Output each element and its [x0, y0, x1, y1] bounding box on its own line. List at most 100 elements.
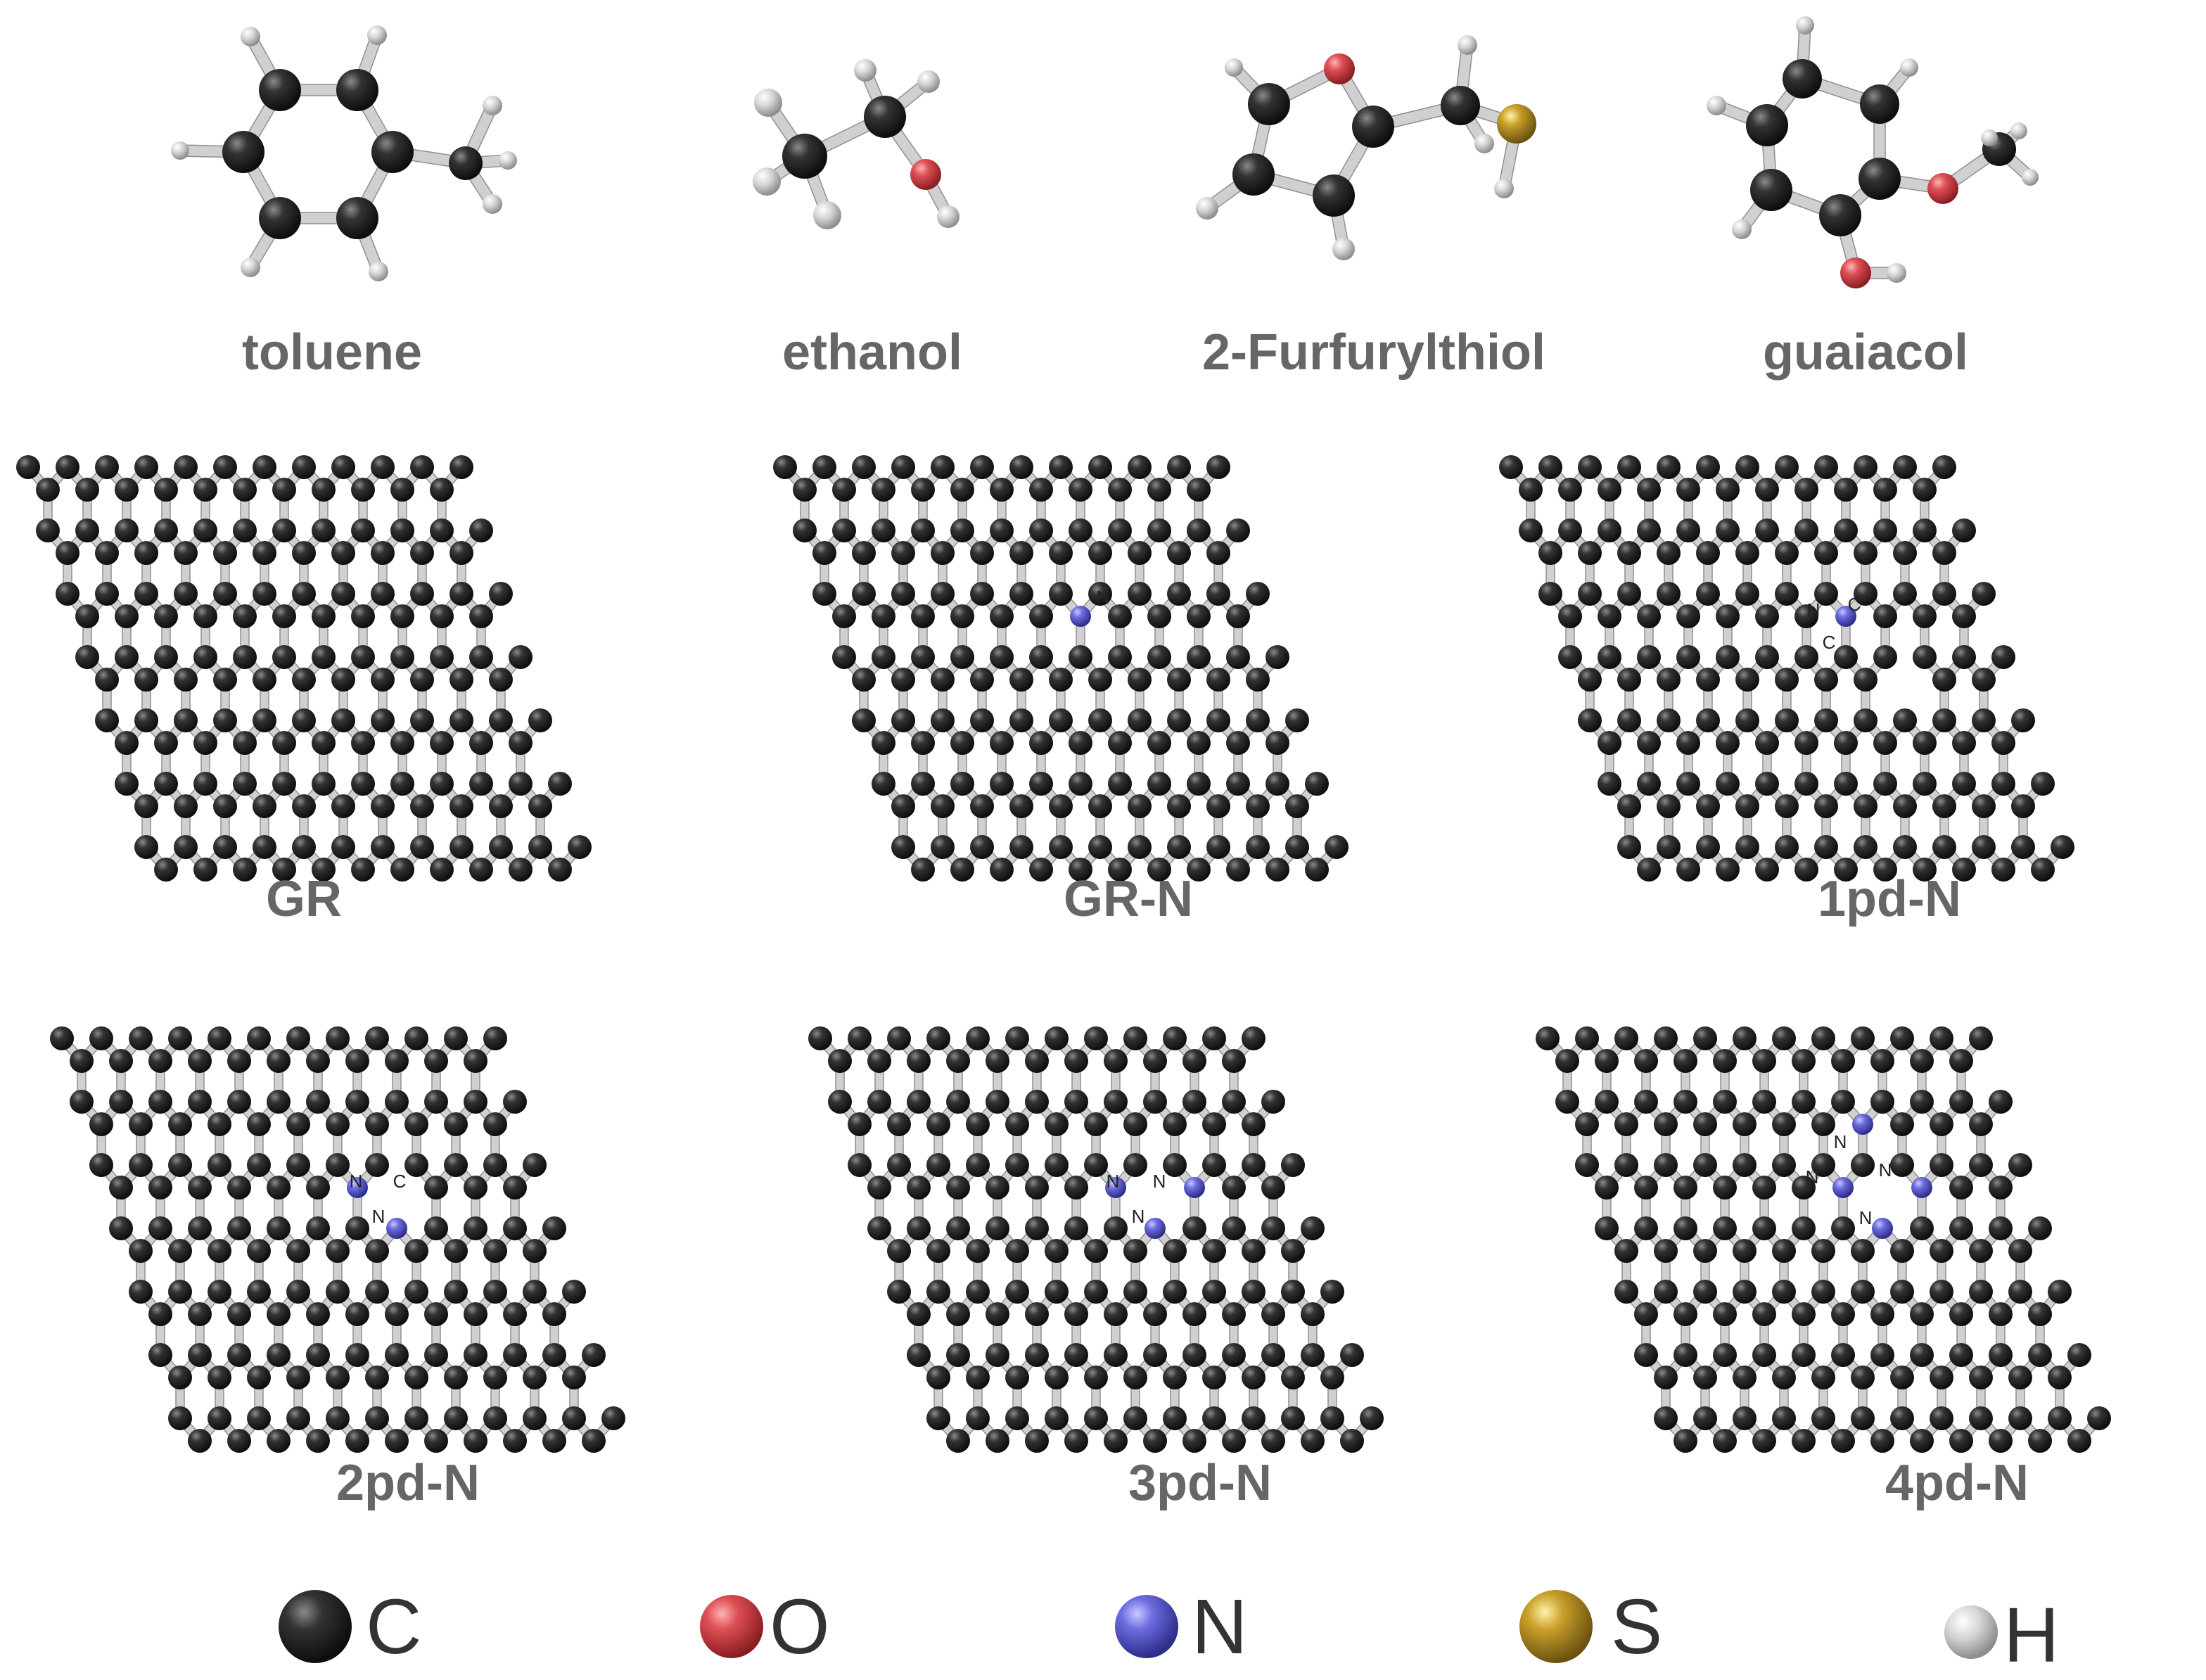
atom-h — [1458, 35, 1477, 55]
atom-c — [50, 1026, 74, 1050]
atom-c — [404, 1280, 428, 1304]
atom-c — [1104, 1049, 1128, 1073]
atom-c — [89, 1112, 113, 1136]
atom-c — [1088, 541, 1112, 565]
atom-c — [926, 1112, 950, 1136]
atom-c — [503, 1429, 527, 1453]
atom-c — [1143, 1429, 1167, 1453]
atom-c — [1261, 1429, 1285, 1453]
atom-c — [1182, 1090, 1206, 1114]
atom-c — [464, 1343, 487, 1367]
atom-c — [326, 1153, 350, 1177]
atom-c — [193, 858, 217, 882]
grn-atom-label-n: N — [1097, 587, 1110, 608]
atom-c — [548, 772, 572, 796]
atom-c — [1049, 455, 1073, 479]
atom-c — [2028, 1302, 2052, 1326]
atom-c — [1222, 1302, 1246, 1326]
atom-c — [1794, 731, 1818, 755]
atom-h — [2022, 169, 2039, 186]
atom-c — [444, 1406, 468, 1430]
atom-c — [174, 835, 198, 859]
atom-c — [1752, 1176, 1776, 1199]
atom-c — [1226, 731, 1250, 755]
atom-c — [430, 858, 454, 882]
atom-c — [1735, 541, 1759, 565]
atom-c — [365, 1280, 389, 1304]
atom-c — [808, 1026, 832, 1050]
atom-c — [404, 1112, 428, 1136]
atom-c — [891, 794, 915, 818]
atom-c — [1029, 772, 1053, 796]
atom-c — [2051, 835, 2074, 859]
atom-c — [1657, 794, 1681, 818]
atom-c — [1952, 772, 1976, 796]
atom-c — [523, 1406, 547, 1430]
atom-c — [1301, 1343, 1325, 1367]
sheet-2pd-n — [50, 1026, 625, 1453]
atom-c — [1989, 1302, 2013, 1326]
atom-c — [2048, 1366, 2072, 1389]
atom-c — [1005, 1239, 1029, 1263]
atom-c — [450, 708, 473, 732]
4pd-n-label: 4pd-N — [1885, 1455, 2029, 1511]
atom-c — [1246, 835, 1270, 859]
atom-c — [1969, 1366, 1993, 1389]
atom-h — [917, 70, 940, 93]
atom-c — [1913, 731, 1937, 755]
atom-c — [1637, 604, 1661, 628]
atom-c — [1519, 478, 1543, 502]
atom-c — [444, 1280, 468, 1304]
atom-c — [1696, 835, 1720, 859]
atom-c — [148, 1343, 172, 1367]
atom-c — [1716, 645, 1740, 669]
atom-c — [188, 1343, 212, 1367]
atom-c — [1123, 1112, 1147, 1136]
atom-c — [213, 455, 237, 479]
atom-c — [926, 1026, 950, 1050]
atom-c — [292, 708, 316, 732]
atom-c — [1910, 1049, 1934, 1073]
atom-c — [253, 794, 276, 818]
atom-c — [2031, 858, 2055, 882]
atom-c — [1025, 1216, 1049, 1240]
atom-c — [1265, 858, 1289, 882]
atom-c — [1598, 772, 1621, 796]
atom-c — [1202, 1239, 1226, 1263]
atom-c — [1654, 1112, 1678, 1136]
1pdn-atom-label-n: N — [1807, 599, 1821, 621]
atom-c — [404, 1366, 428, 1389]
atom-c — [1696, 708, 1720, 732]
atom-c — [1949, 1090, 1973, 1114]
atom-c — [1084, 1406, 1108, 1430]
atom-c — [1301, 1302, 1325, 1326]
3pdn-atom-label-n1: N — [1107, 1171, 1120, 1192]
atom-c — [1441, 86, 1480, 125]
atom-c — [1123, 1239, 1147, 1263]
atom-c — [1187, 478, 1211, 502]
atom-c — [1538, 541, 1562, 565]
atom-c — [931, 541, 955, 565]
atom-c — [1930, 1112, 1953, 1136]
atom-n — [1872, 1218, 1893, 1239]
atom-c — [867, 1090, 891, 1114]
atom-h — [483, 194, 502, 214]
atom-c — [1654, 1026, 1678, 1050]
atom-c — [1792, 1049, 1816, 1073]
atom-n — [347, 1177, 368, 1198]
atom-c — [331, 541, 355, 565]
atom-c — [253, 708, 276, 732]
atom-c — [1128, 455, 1152, 479]
atom-c — [115, 772, 139, 796]
atom-c — [424, 1049, 448, 1073]
atom-c — [1104, 1343, 1128, 1367]
1pd-n-label: 1pd-N — [1818, 871, 1961, 927]
atom-c — [1167, 541, 1191, 565]
atom-c — [75, 604, 99, 628]
legend-c-sphere — [279, 1590, 352, 1663]
atom-c — [154, 604, 178, 628]
atom-c — [931, 668, 955, 692]
atom-c — [1949, 1216, 1973, 1240]
3pdn-atom-label-n2: N — [1153, 1171, 1166, 1192]
atom-c — [483, 1026, 507, 1050]
